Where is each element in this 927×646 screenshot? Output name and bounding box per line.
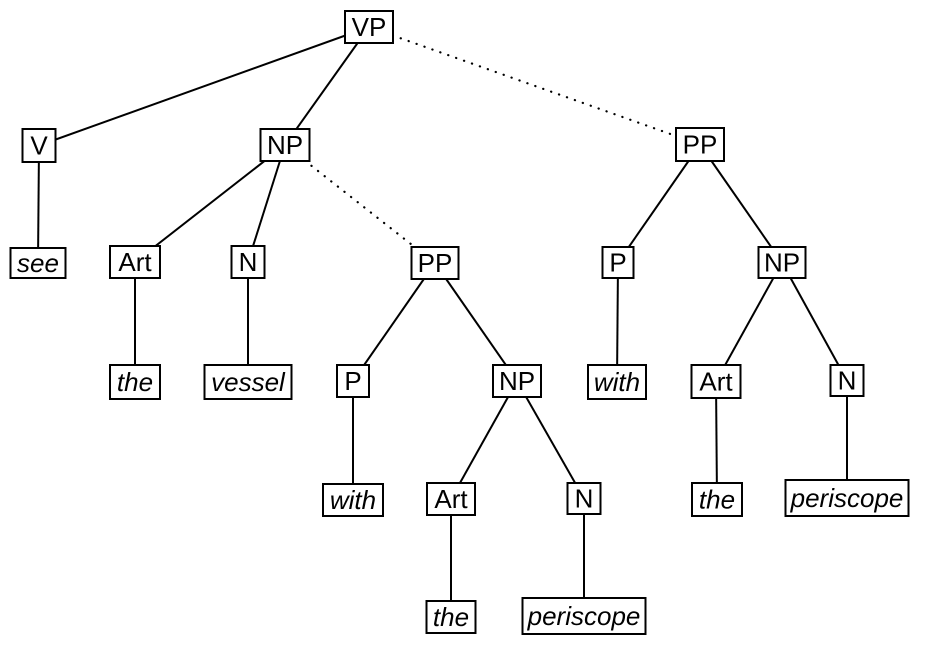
edge-pp2-np2 bbox=[699, 143, 783, 264]
tree-node-np3: NP bbox=[492, 364, 542, 398]
node-box-n1 bbox=[230, 245, 266, 279]
node-box-n3 bbox=[566, 482, 602, 515]
node-label-n3: N bbox=[575, 484, 594, 514]
node-box-np3 bbox=[492, 364, 542, 398]
node-box-with2 bbox=[587, 364, 647, 400]
node-label-v: V bbox=[30, 131, 48, 161]
node-label-the1: the bbox=[117, 367, 153, 397]
tree-node-vessel: vessel bbox=[203, 364, 293, 400]
tree-node-the2: the bbox=[691, 482, 743, 517]
edge-np2-art2 bbox=[715, 262, 783, 382]
node-box-v bbox=[21, 128, 57, 163]
tree-node-with2: with bbox=[587, 364, 647, 400]
node-box-pp2 bbox=[675, 127, 725, 162]
tree-node-n3: N bbox=[566, 482, 602, 515]
tree-node-per1: periscope bbox=[521, 597, 647, 635]
node-label-the2: the bbox=[699, 485, 735, 515]
tree-node-pp1: PP bbox=[410, 246, 460, 280]
tree-node-n2: N bbox=[829, 364, 865, 397]
edge-p2-with2 bbox=[616, 262, 619, 383]
node-box-np1 bbox=[259, 128, 311, 162]
tree-node-the3: the bbox=[425, 600, 477, 634]
node-label-art2: Art bbox=[699, 367, 733, 397]
node-box-np2 bbox=[757, 246, 807, 279]
node-label-np1: NP bbox=[267, 130, 303, 160]
edge-pp2-p2 bbox=[617, 143, 701, 264]
node-label-vp: VP bbox=[352, 12, 387, 42]
node-box-per2 bbox=[784, 479, 910, 517]
edge-np1-n1 bbox=[247, 144, 286, 263]
node-box-art1 bbox=[109, 245, 161, 279]
dotted-edge-np1-pp1 bbox=[283, 143, 437, 265]
tree-node-np2: NP bbox=[757, 246, 807, 279]
tree-node-vp: VP bbox=[344, 10, 394, 44]
node-label-np3: NP bbox=[499, 366, 535, 396]
tree-node-v: V bbox=[21, 128, 57, 163]
node-label-vessel: vessel bbox=[211, 367, 286, 397]
edge-vp-np1 bbox=[284, 26, 370, 146]
node-label-p1: P bbox=[344, 366, 361, 396]
edge-np1-art1 bbox=[134, 144, 286, 263]
edge-np2-n2 bbox=[781, 262, 848, 381]
tree-node-the1: the bbox=[109, 364, 161, 400]
node-label-n1: N bbox=[239, 247, 258, 277]
node-label-np2: NP bbox=[764, 248, 800, 278]
edge-v-see bbox=[37, 145, 40, 264]
tree-node-art3: Art bbox=[426, 482, 476, 516]
edge-pp1-p1 bbox=[352, 262, 436, 382]
tree-node-art1: Art bbox=[109, 245, 161, 279]
node-box-with1 bbox=[322, 483, 384, 517]
node-box-vessel bbox=[203, 364, 293, 400]
node-label-with2: with bbox=[594, 367, 640, 397]
edge-pp1-np3 bbox=[434, 262, 518, 382]
node-label-p2: P bbox=[609, 248, 626, 278]
edge-art2-the2 bbox=[715, 381, 718, 500]
tree-node-art2: Art bbox=[690, 364, 742, 399]
node-box-see bbox=[9, 247, 67, 279]
tree-node-see: see bbox=[9, 247, 67, 279]
node-label-pp2: PP bbox=[683, 130, 718, 160]
node-label-pp1: PP bbox=[418, 248, 453, 278]
node-box-art3 bbox=[426, 482, 476, 516]
node-box-p2 bbox=[601, 246, 635, 279]
node-box-the2 bbox=[691, 482, 743, 517]
node-label-with1: with bbox=[330, 485, 376, 515]
node-box-art2 bbox=[690, 364, 742, 399]
node-box-vp bbox=[344, 10, 394, 44]
node-label-art3: Art bbox=[434, 484, 468, 514]
node-box-the1 bbox=[109, 364, 161, 400]
node-label-see: see bbox=[17, 248, 59, 278]
node-box-per1 bbox=[521, 597, 647, 635]
tree-node-n1: N bbox=[230, 245, 266, 279]
edge-vp-v bbox=[38, 26, 370, 147]
node-box-n2 bbox=[829, 364, 865, 397]
node-box-the3 bbox=[425, 600, 477, 634]
tree-node-pp2: PP bbox=[675, 127, 725, 162]
edge-np3-art3 bbox=[450, 380, 518, 500]
tree-node-per2: periscope bbox=[784, 479, 910, 517]
node-label-per2: periscope bbox=[790, 483, 904, 513]
node-label-the3: the bbox=[433, 602, 469, 632]
edge-np3-n3 bbox=[516, 380, 585, 499]
dotted-edge-vp-pp2 bbox=[367, 25, 702, 146]
node-label-art1: Art bbox=[118, 247, 152, 277]
tree-node-p1: P bbox=[336, 364, 370, 398]
tree-node-with1: with bbox=[322, 483, 384, 517]
node-label-per1: periscope bbox=[527, 601, 641, 631]
node-box-pp1 bbox=[410, 246, 460, 280]
tree-node-np1: NP bbox=[259, 128, 311, 162]
node-label-n2: N bbox=[838, 366, 857, 396]
node-box-p1 bbox=[336, 364, 370, 398]
tree-node-p2: P bbox=[601, 246, 635, 279]
